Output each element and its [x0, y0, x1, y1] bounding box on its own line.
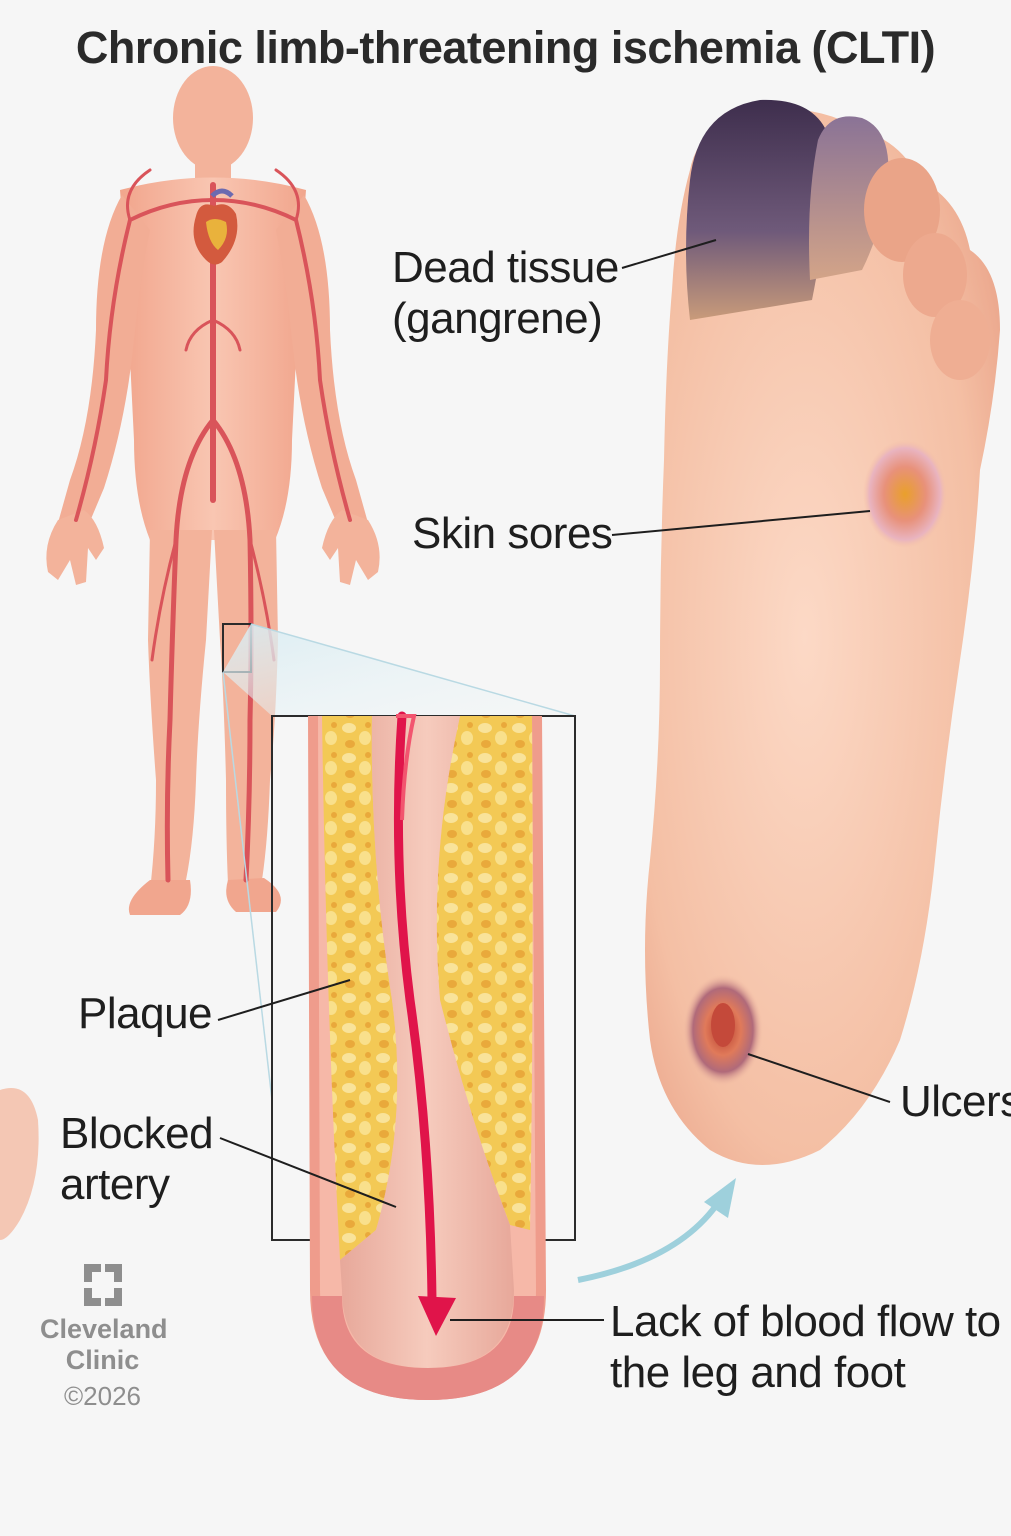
foot-sole: [645, 100, 1000, 1165]
label-plaque: Plaque: [78, 988, 212, 1039]
logo-name: Cleveland Clinic: [40, 1314, 165, 1376]
label-dead-tissue: Dead tissue (gangrene): [392, 242, 619, 344]
skin-sore: [863, 440, 947, 548]
logo-copyright: ©2026: [40, 1378, 165, 1414]
label-lack-of-blood-flow: Lack of blood flow to the leg and foot: [610, 1296, 1001, 1398]
partial-hand-shape: [0, 1088, 39, 1240]
label-skin-sores: Skin sores: [412, 508, 612, 559]
gangrene-big-toe: [686, 100, 827, 320]
zoom-projection: [223, 624, 575, 716]
cleveland-clinic-logo: Cleveland Clinic ©2026: [40, 1262, 165, 1414]
zoom-arrow: [578, 1200, 720, 1280]
artery-cross-section: [308, 716, 546, 1400]
label-blocked-artery: Blocked artery: [60, 1108, 213, 1210]
label-ulcers: Ulcers: [900, 1076, 1011, 1127]
cleveland-clinic-logo-icon: [82, 1262, 124, 1308]
